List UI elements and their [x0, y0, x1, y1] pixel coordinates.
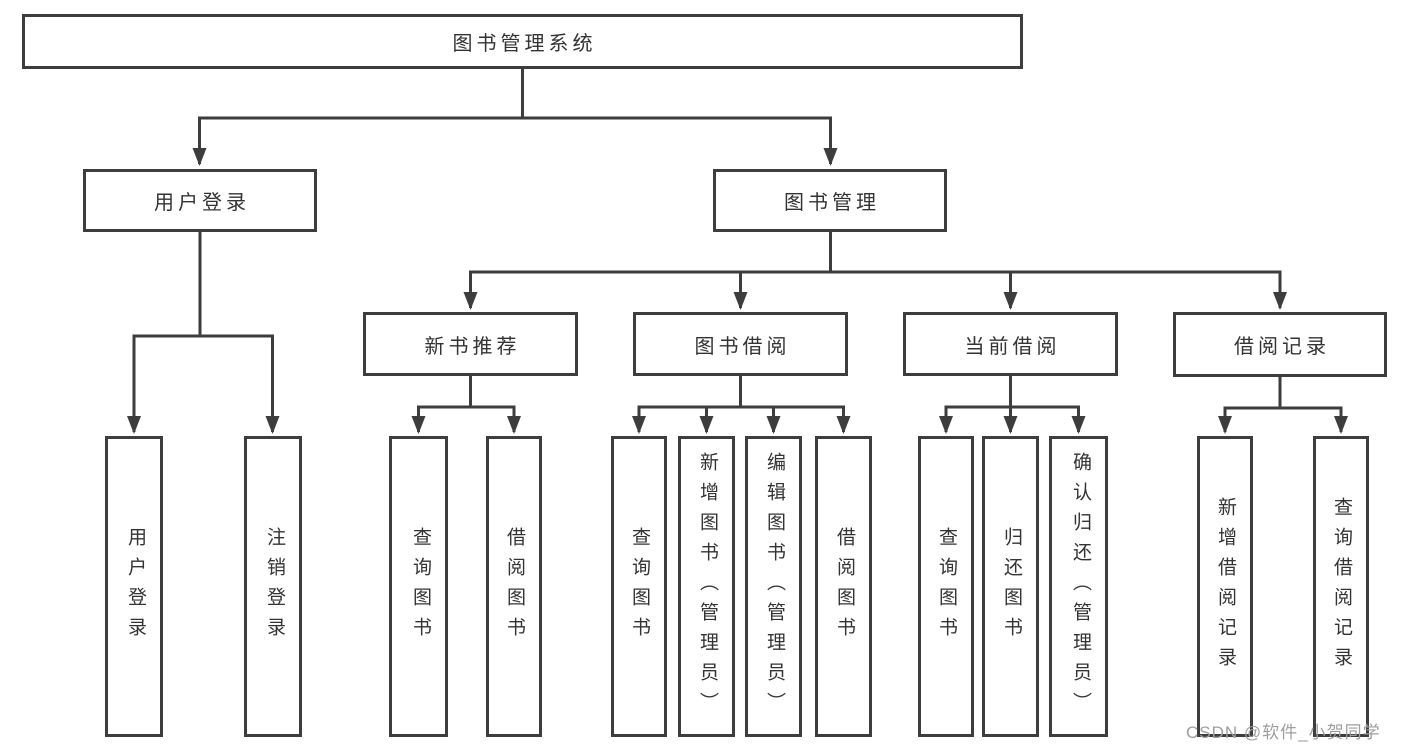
leaf-logout: 注销登录 — [244, 436, 302, 737]
node-current-borrowing: 当前借阅 — [903, 312, 1118, 376]
connector-borrowing-records-children — [1218, 376, 1348, 434]
leaf-user-login: 用户登录 — [105, 436, 163, 737]
leaf-borrow-books-recommend: 借阅图书 — [486, 436, 542, 737]
leaf-confirm-return-admin: 确认归还（管理员） — [1049, 436, 1108, 737]
leaf-edit-books-admin: 编辑图书（管理员） — [745, 436, 802, 737]
node-book-management: 图书管理 — [713, 169, 947, 232]
leaf-query-borrow-record: 查询借阅记录 — [1313, 436, 1369, 737]
connector-new-book-recommendation-children — [411, 375, 521, 434]
node-new-book-recommendation: 新书推荐 — [363, 312, 578, 376]
leaf-query-books-recommend: 查询图书 — [389, 436, 448, 737]
connector-current-borrowing-children — [939, 375, 1086, 434]
csdn-watermark: CSDN @软件_小贺同学 — [1186, 723, 1381, 742]
connector-book-borrowing-children — [632, 375, 851, 434]
connector-root-to-level2 — [192, 69, 838, 166]
node-book-borrowing: 图书借阅 — [633, 312, 848, 376]
leaf-query-books-borrowing: 查询图书 — [611, 436, 667, 737]
leaf-add-books-admin: 新增图书（管理员） — [678, 436, 735, 737]
connector-user-login-children — [127, 231, 280, 434]
connector-book-management-children — [463, 231, 1287, 310]
leaf-borrow-books-borrowing: 借阅图书 — [815, 436, 872, 737]
node-library-management-system: 图书管理系统 — [22, 14, 1023, 69]
leaf-add-borrow-record: 新增借阅记录 — [1197, 436, 1253, 737]
node-user-login: 用户登录 — [83, 169, 317, 232]
leaf-return-books: 归还图书 — [982, 436, 1039, 737]
node-borrowing-records: 借阅记录 — [1173, 312, 1387, 377]
leaf-query-books-current: 查询图书 — [918, 436, 974, 737]
